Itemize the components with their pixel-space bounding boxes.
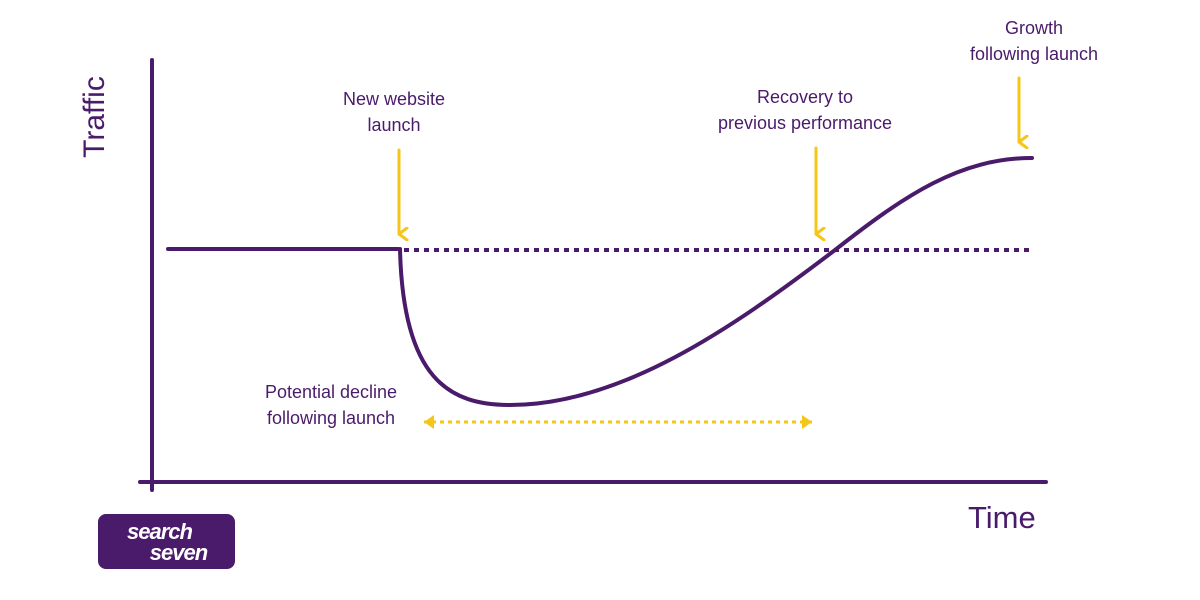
traffic-curve bbox=[398, 156, 1034, 408]
annotation-growth-line-1: Growth bbox=[1004, 18, 1064, 38]
annotation-launch-line-1: New website bbox=[342, 89, 446, 109]
annotation-decline-line-1: Potential decline bbox=[264, 382, 398, 402]
annotation-recovery-line-1: Recovery to bbox=[756, 87, 854, 107]
annotation-recovery-line-2: previous performance bbox=[717, 113, 893, 133]
annotation-recovery: Recovery to previous performance bbox=[690, 84, 920, 136]
annotation-launch: New website launch bbox=[324, 86, 464, 138]
y-axis-label: Traffic bbox=[78, 76, 111, 158]
annotation-launch-line-2: launch bbox=[367, 115, 421, 135]
annotation-decline: Potential decline following launch bbox=[244, 379, 418, 431]
logo-text-line-1: search bbox=[127, 518, 193, 544]
x-axis-label: Time bbox=[968, 500, 1036, 535]
annotation-growth-line-2: following launch bbox=[969, 44, 1099, 64]
annotation-growth: Growth following launch bbox=[944, 15, 1124, 67]
search-seven-logo: search seven bbox=[98, 514, 235, 569]
logo-text-line-2: seven bbox=[149, 539, 208, 565]
annotation-decline-line-2: following launch bbox=[266, 408, 396, 428]
